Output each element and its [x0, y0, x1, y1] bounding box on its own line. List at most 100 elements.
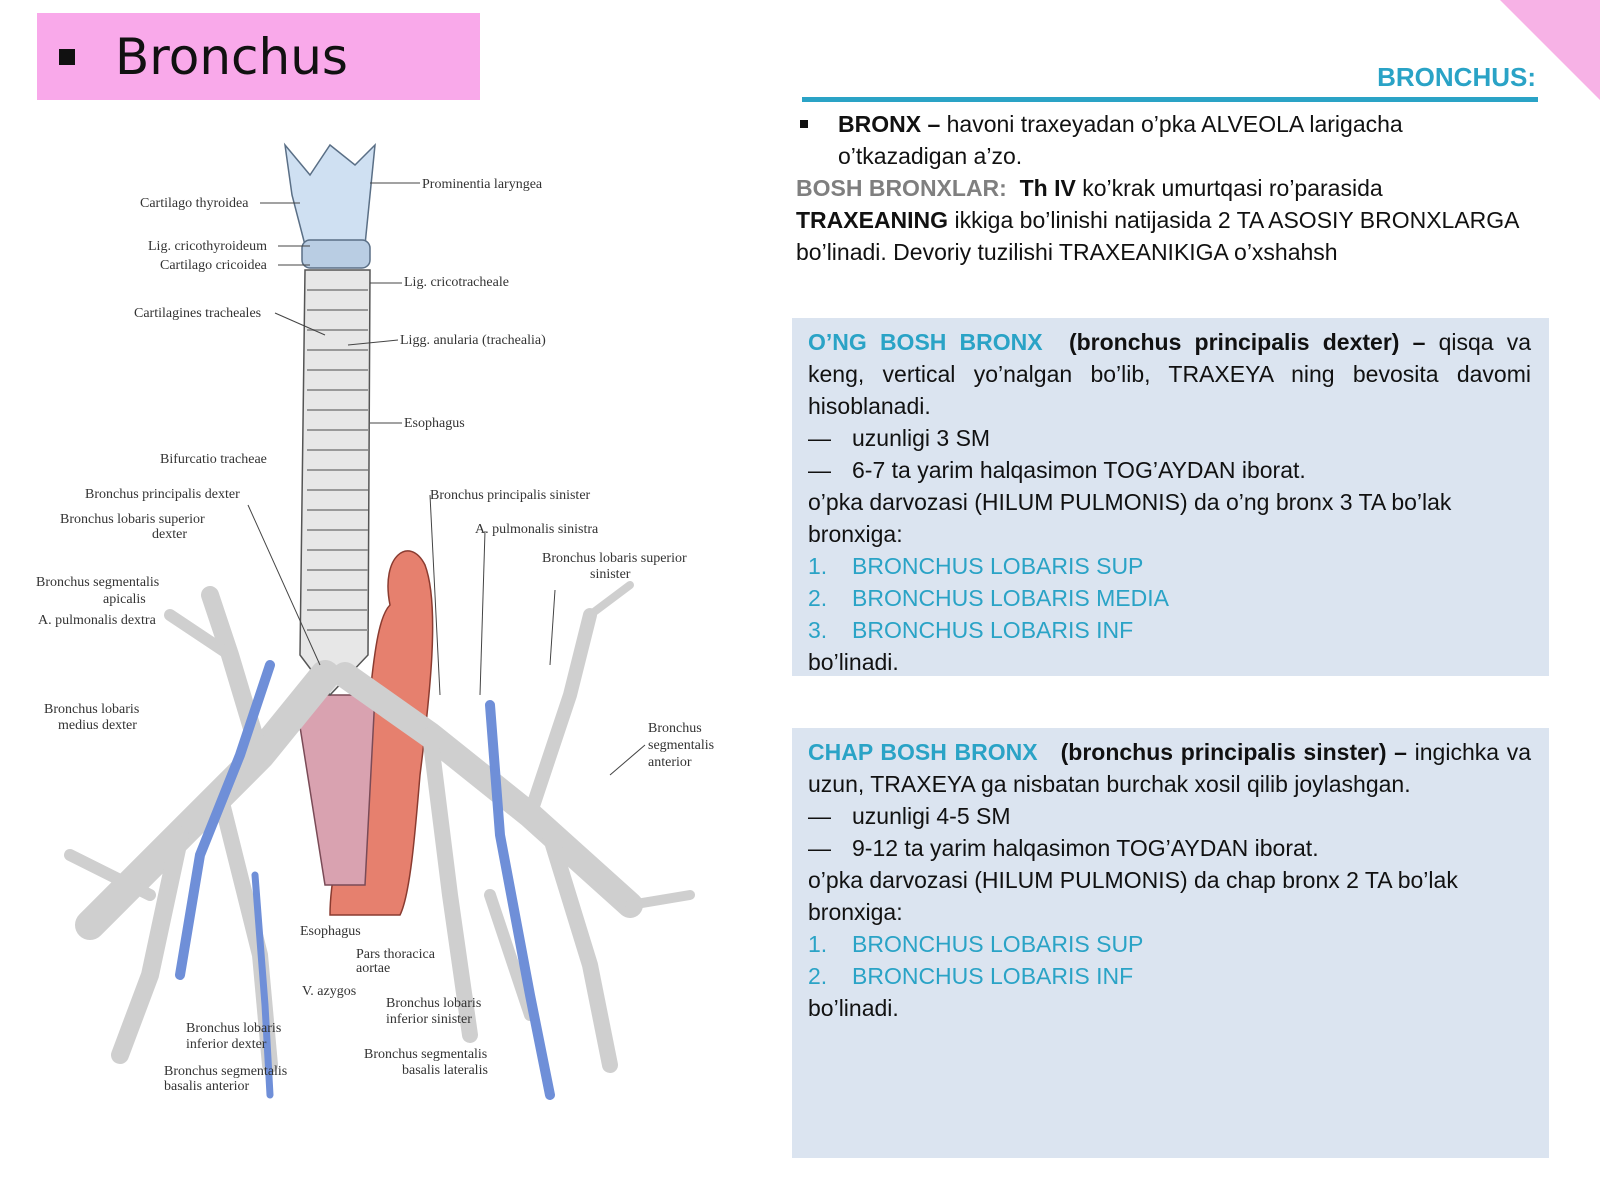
corner-decoration	[1500, 0, 1600, 100]
section-divider	[802, 97, 1538, 102]
label-esophagus-top: Esophagus	[404, 416, 465, 431]
leader-lines	[247, 182, 646, 776]
label-bronchus-lobaris-inferior-dexter-2: inferior dexter	[186, 1037, 267, 1052]
label-cartilago-cricoidea: Cartilago cricoidea	[160, 258, 268, 273]
right-hilum-text: o’pka darvozasi (HILUM PULMONIS) da o’ng…	[808, 489, 1452, 547]
right-ending: bo’linadi.	[808, 649, 899, 675]
left-fact-row: — uzunligi 4-5 SM	[808, 800, 1531, 832]
label-bronchus-segmentalis-basalis-anterior-2: basalis anterior	[164, 1079, 249, 1094]
left-bronchus-desc-text: ingichka va uzun, TRAXEYA ga nisbatan bu…	[808, 739, 1532, 797]
label-cartilagines-tracheales: Cartilagines tracheales	[134, 306, 261, 321]
pulmonary-vessels	[175, 660, 555, 1100]
lobe-number: 2.	[808, 585, 828, 611]
label-bronchus-segmentalis-apicalis-2: apicalis	[103, 592, 146, 607]
label-bronchus-principalis-sinister: Bronchus principalis sinister	[430, 488, 591, 503]
bosh-text-3: bo’linadi. Devoriy tuzilishi TRAXEANIKIG…	[796, 239, 1338, 265]
label-bronchus-segmentalis-apicalis: Bronchus segmentalis	[36, 575, 159, 590]
label-bronchus-segmentalis-anterior: Bronchus	[648, 721, 702, 736]
left-bronchus-panel: CHAP BOSH BRONX (bronchus principalis si…	[792, 728, 1549, 1158]
right-fact-row: — 6-7 ta yarim halqasimon TOG’AYDAN ibor…	[808, 454, 1531, 486]
right-bronchus-heading: O’NG BOSH BRONX	[808, 329, 1043, 355]
lobe-name: BRONCHUS LOBARIS INF	[852, 617, 1134, 643]
left-hilum-text: o’pka darvozasi (HILUM PULMONIS) da chap…	[808, 867, 1458, 925]
larynx-shape	[283, 142, 376, 246]
label-bronchus-segmentalis-basalis-lateralis: Bronchus segmentalis	[364, 1047, 487, 1062]
bronchial-tree-illustration: Cartilago thyroidea Prominentia laryngea…	[36, 142, 714, 1100]
right-bronchus-desc: O’NG BOSH BRONX (bronchus principalis de…	[808, 326, 1531, 422]
label-lig-cricothyroideum: Lig. cricothyroideum	[148, 239, 267, 254]
label-a-pulmonalis-dextra: A. pulmonalis dextra	[38, 613, 157, 628]
bronx-term: BRONX –	[838, 111, 941, 137]
left-fact: uzunligi 4-5 SM	[852, 803, 1011, 829]
right-bronchus-panel: O’NG BOSH BRONX (bronchus principalis de…	[792, 318, 1549, 676]
bronx-def-1: havoni traxeyadan o’pka ALVEOLA larigach…	[946, 111, 1403, 137]
bosh-bronxlar-text: BOSH BRONXLAR: Th IV ko’krak umurtqasi r…	[796, 172, 1556, 268]
label-bronchus-lobaris-superior-dexter-2: dexter	[152, 527, 187, 542]
label-bronchus-lobaris-inferior-sinister: Bronchus lobaris	[386, 996, 481, 1011]
label-v-azygos: V. azygos	[302, 984, 356, 999]
right-lobe-item: 1. BRONCHUS LOBARIS SUP	[808, 550, 1531, 582]
bullet-icon	[800, 120, 808, 128]
cricoid-shape	[301, 239, 371, 269]
lobe-name: BRONCHUS LOBARIS MEDIA	[852, 585, 1169, 611]
left-ending: bo’linadi.	[808, 995, 899, 1021]
label-pars-thoracica-2: aortae	[356, 961, 390, 976]
bosh-text-1: ko’krak umurtqasi ro’parasida	[1082, 175, 1383, 201]
label-bronchus-lobaris-superior-sinister: Bronchus lobaris superior	[542, 551, 687, 566]
bosh-text-2: ikkiga bo’linishi natijasida 2 TA ASOSIY…	[954, 207, 1520, 233]
title-bullet-icon	[59, 48, 75, 65]
label-bronchus-lobaris-medius-2: medius dexter	[58, 718, 137, 733]
label-bronchus-segmentalis-basalis-anterior: Bronchus segmentalis	[164, 1064, 287, 1079]
dash-marker: —	[808, 835, 831, 861]
label-bronchus-segmentalis-anterior-3: anterior	[648, 755, 692, 770]
title-banner: Bronchus	[37, 13, 480, 100]
label-bronchus-segmentalis-basalis-lateralis-2: basalis lateralis	[402, 1063, 488, 1078]
right-bronchus-desc-text: qisqa va keng, vertical yo’nalgan bo’lib…	[808, 329, 1532, 419]
left-bronchus-latin: (bronchus principalis sinster) –	[1060, 739, 1407, 765]
lobe-number: 2.	[808, 963, 828, 989]
dash-marker: —	[808, 457, 831, 483]
label-cartilago-thyroidea: Cartilago thyroidea	[140, 196, 249, 211]
bronx-definition: BRONX – havoni traxeyadan o’pka ALVEOLA …	[796, 108, 1556, 172]
label-bronchus-lobaris-medius: Bronchus lobaris	[44, 702, 139, 717]
th-level: Th IV	[1019, 175, 1076, 201]
intro-block: BRONX – havoni traxeyadan o’pka ALVEOLA …	[796, 108, 1556, 268]
label-a-pulmonalis-sinistra: A. pulmonalis sinistra	[475, 522, 599, 537]
left-bronchus-desc: CHAP BOSH BRONX (bronchus principalis si…	[808, 736, 1531, 800]
lobe-number: 3.	[808, 617, 828, 643]
traxea-term: TRAXEANING	[796, 207, 949, 233]
left-lobe-item: 1. BRONCHUS LOBARIS SUP	[808, 928, 1531, 960]
label-bronchus-segmentalis-anterior-2: segmentalis	[648, 738, 714, 753]
trachea-rings	[307, 289, 368, 631]
label-pars-thoracica: Pars thoracica	[356, 947, 436, 962]
label-bifurcatio: Bifurcatio tracheae	[160, 452, 267, 467]
right-bronchus-latin: (bronchus principalis dexter) –	[1068, 329, 1426, 355]
label-bronchus-lobaris-superior-dexter: Bronchus lobaris superior	[60, 512, 205, 527]
lobe-name: BRONCHUS LOBARIS SUP	[852, 931, 1144, 957]
label-lig-cricotracheale: Lig. cricotracheale	[404, 275, 509, 290]
lobe-name: BRONCHUS LOBARIS INF	[852, 963, 1134, 989]
section-heading: BRONCHUS:	[1377, 62, 1536, 92]
label-bronchus-lobaris-inferior-sinister-2: inferior sinister	[386, 1012, 472, 1027]
label-ligg-anularia: Ligg. anularia (trachealia)	[400, 333, 546, 348]
left-bronchus-heading: CHAP BOSH BRONX	[808, 739, 1038, 765]
trachea-shape	[299, 269, 371, 697]
right-fact: uzunligi 3 SM	[852, 425, 991, 451]
left-lobe-item: 2. BRONCHUS LOBARIS INF	[808, 960, 1531, 992]
label-bronchus-lobaris-inferior-dexter: Bronchus lobaris	[186, 1021, 281, 1036]
right-lobe-item: 2. BRONCHUS LOBARIS MEDIA	[808, 582, 1531, 614]
lobe-name: BRONCHUS LOBARIS SUP	[852, 553, 1144, 579]
right-lobe-item: 3. BRONCHUS LOBARIS INF	[808, 614, 1531, 646]
right-fact: 6-7 ta yarim halqasimon TOG’AYDAN iborat…	[852, 457, 1306, 483]
bosh-label: BOSH BRONXLAR:	[796, 175, 1007, 201]
page-title: Bronchus	[115, 27, 348, 86]
dash-marker: —	[808, 803, 831, 829]
label-bronchus-lobaris-superior-sinister-2: sinister	[590, 567, 631, 582]
lobe-number: 1.	[808, 931, 828, 957]
label-bronchus-principalis-dexter: Bronchus principalis dexter	[85, 487, 240, 502]
left-fact: 9-12 ta yarim halqasimon TOG’AYDAN ibora…	[852, 835, 1319, 861]
bronx-def-2: o’tkazadigan a’zo.	[838, 143, 1023, 169]
label-prominentia: Prominentia laryngea	[422, 177, 543, 192]
dash-marker: —	[808, 425, 831, 451]
lobe-number: 1.	[808, 553, 828, 579]
